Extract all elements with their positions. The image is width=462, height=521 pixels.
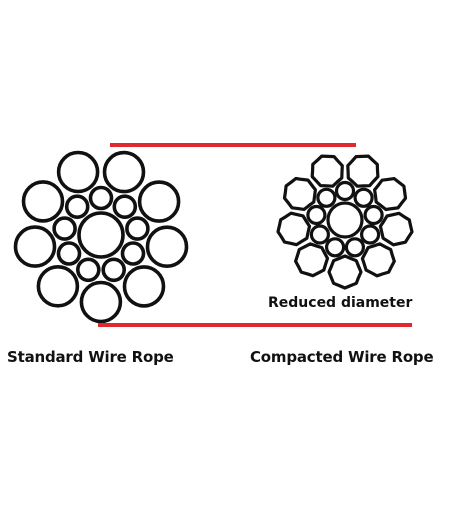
inner-wire: [360, 224, 381, 245]
outer-wire: [145, 225, 189, 268]
inner-wire: [52, 216, 77, 241]
core-wire: [326, 201, 364, 239]
compacted-wire-rope-cross-section: [276, 154, 414, 290]
outer-wire: [102, 150, 146, 194]
inner-wire: [325, 237, 346, 258]
inner-wire: [101, 257, 126, 283]
outer-wire: [360, 242, 396, 278]
outer-wire: [79, 280, 123, 324]
inner-wire: [120, 241, 146, 266]
outer-wire: [378, 211, 414, 247]
outer-wire: [276, 211, 312, 247]
inner-wire: [344, 237, 365, 258]
outer-wire: [310, 154, 344, 188]
inner-wire: [64, 194, 90, 219]
inner-wire: [353, 187, 374, 208]
inner-wire: [112, 194, 138, 219]
inner-wire: [125, 216, 150, 241]
inner-wire: [363, 204, 384, 226]
core-wire: [77, 211, 125, 259]
outer-wire: [137, 180, 181, 223]
inner-wire: [76, 257, 101, 283]
inner-wire: [56, 241, 82, 266]
outer-wire: [36, 264, 80, 308]
outer-wire: [294, 242, 330, 278]
standard-wire-rope-cross-section: [13, 150, 189, 324]
outer-wire: [282, 176, 317, 211]
inner-wire: [306, 204, 327, 226]
outer-wire: [56, 150, 100, 194]
inner-wire: [309, 224, 330, 245]
outer-wire: [21, 180, 65, 223]
compacted-wire-rope-label: Compacted Wire Rope: [250, 348, 434, 366]
outer-wire: [13, 225, 57, 268]
inner-wire: [334, 180, 356, 202]
outer-wire: [122, 265, 166, 308]
standard-wire-rope-label: Standard Wire Rope: [7, 348, 174, 366]
outer-wire: [327, 254, 363, 290]
inner-wire: [88, 185, 114, 211]
reduced-diameter-label: Reduced diameter: [268, 295, 413, 311]
outer-wire: [373, 177, 408, 212]
inner-wire: [316, 187, 337, 208]
outer-wire: [346, 154, 380, 188]
